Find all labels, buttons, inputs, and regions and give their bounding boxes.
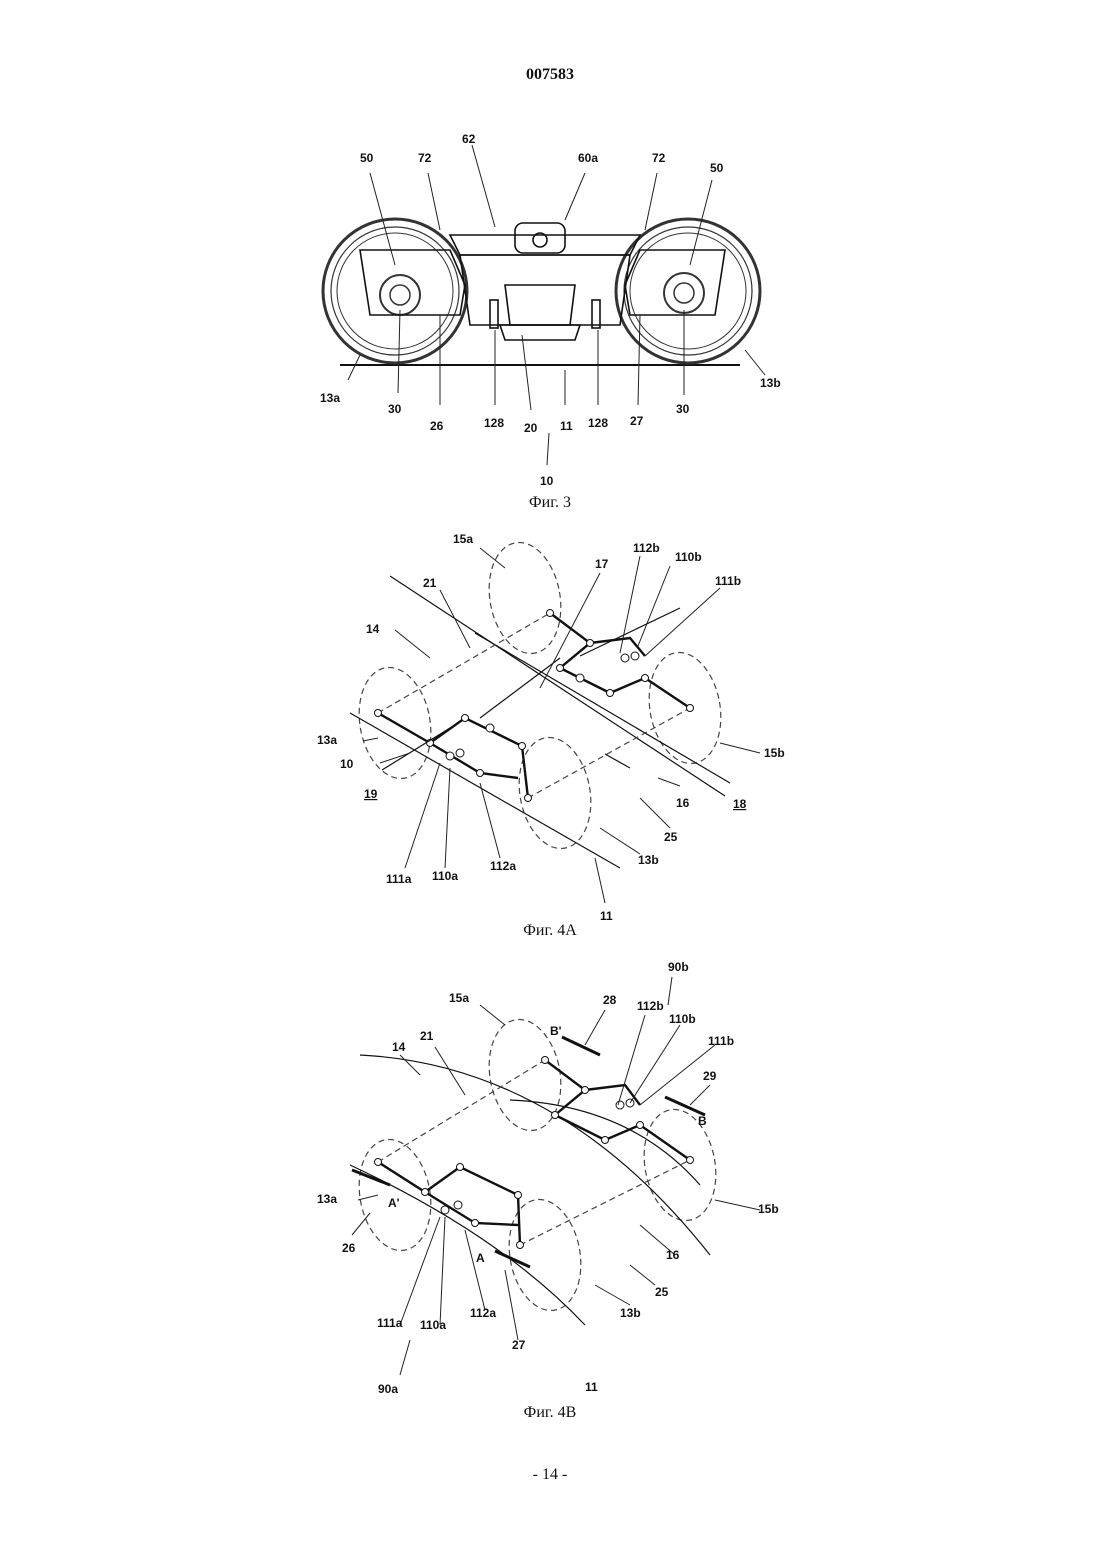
part-label: 30 — [676, 402, 690, 416]
linkage-joints — [375, 610, 694, 802]
part-label: 90b — [668, 960, 689, 974]
part-label: 112a — [470, 1306, 496, 1320]
document-number: 007583 — [0, 66, 1100, 84]
part-label: 19 — [364, 787, 378, 801]
part-label: 30 — [388, 402, 402, 416]
part-label: 11 — [585, 1380, 598, 1394]
wheel-15b-icon — [641, 647, 729, 769]
part-label: 112a — [490, 859, 516, 873]
figure-4a-drawing: 15a 112b 110b 17 111b 21 14 13a 10 19 15… — [300, 528, 800, 926]
part-label: 13b — [638, 853, 659, 867]
part-label: 10 — [540, 474, 554, 488]
part-label: 72 — [418, 151, 432, 165]
part-label: 90a — [378, 1382, 398, 1396]
part-label: 28 — [603, 993, 617, 1007]
part-label: 20 — [524, 421, 538, 435]
figure-4b-caption: Фиг. 4B — [0, 1404, 1100, 1422]
part-label: 11 — [560, 419, 573, 433]
part-label: 26 — [342, 1241, 356, 1255]
part-label: 110b — [669, 1012, 696, 1026]
part-label: 13a — [317, 1192, 337, 1206]
part-label: 50 — [710, 161, 724, 175]
part-label: 128 — [588, 416, 608, 430]
figure-3-caption: Фиг. 3 — [0, 494, 1100, 512]
part-label: 27 — [512, 1338, 526, 1352]
part-label: B' — [550, 1024, 562, 1038]
figure-3-drawing: 50 72 62 60a 72 50 13a 30 26 128 20 11 1… — [300, 125, 800, 495]
part-label: 13b — [760, 376, 781, 390]
part-label: 16 — [676, 796, 690, 810]
part-label: 18 — [733, 797, 747, 811]
part-label: 13a — [320, 391, 340, 405]
part-label: 111a — [377, 1316, 403, 1330]
part-label: 111b — [715, 574, 741, 588]
part-label: 21 — [423, 576, 437, 590]
wheel-13b-icon — [501, 1194, 589, 1316]
part-label: 15a — [449, 991, 469, 1005]
wheel-13b-icon — [511, 732, 599, 854]
part-label: 17 — [595, 557, 609, 571]
part-label: 62 — [462, 132, 476, 146]
part-label: 11 — [600, 909, 613, 923]
part-label: 15b — [764, 746, 785, 760]
part-label: 14 — [366, 622, 380, 636]
part-label: 110a — [432, 869, 458, 883]
part-label: 16 — [666, 1248, 680, 1262]
part-label: 26 — [430, 419, 444, 433]
part-label: A' — [388, 1196, 400, 1210]
part-label: 112b — [637, 999, 664, 1013]
part-label: A — [476, 1251, 485, 1265]
part-label: 14 — [392, 1040, 406, 1054]
part-label: 111a — [386, 872, 412, 886]
part-label: 112b — [633, 541, 660, 555]
part-label: 21 — [420, 1029, 434, 1043]
part-label: 15b — [758, 1202, 779, 1216]
part-label: 29 — [703, 1069, 717, 1083]
part-label: 111b — [708, 1034, 734, 1048]
part-label: 10 — [340, 757, 354, 771]
wheel-15a-icon — [481, 537, 569, 659]
part-label: 128 — [484, 416, 504, 430]
page-number: - 14 - — [0, 1466, 1100, 1484]
linkage-joints — [375, 1057, 694, 1249]
part-label: 15a — [453, 532, 473, 546]
part-label: 13a — [317, 733, 337, 747]
part-label: 25 — [655, 1285, 669, 1299]
part-label: 60a — [578, 151, 598, 165]
part-label: 27 — [630, 414, 644, 428]
part-label: 110b — [675, 550, 702, 564]
part-label: 25 — [664, 830, 678, 844]
part-label: 50 — [360, 151, 374, 165]
part-label: B — [698, 1114, 707, 1128]
part-label: 13b — [620, 1306, 641, 1320]
part-label: 110a — [420, 1318, 446, 1332]
part-label: 72 — [652, 151, 666, 165]
figure-4a-caption: Фиг. 4A — [0, 922, 1100, 940]
figure-4b-drawing: 90b 15a 28 112b B' 110b 21 14 111b 29 B … — [300, 955, 800, 1400]
left-wheel-icon — [323, 219, 467, 363]
